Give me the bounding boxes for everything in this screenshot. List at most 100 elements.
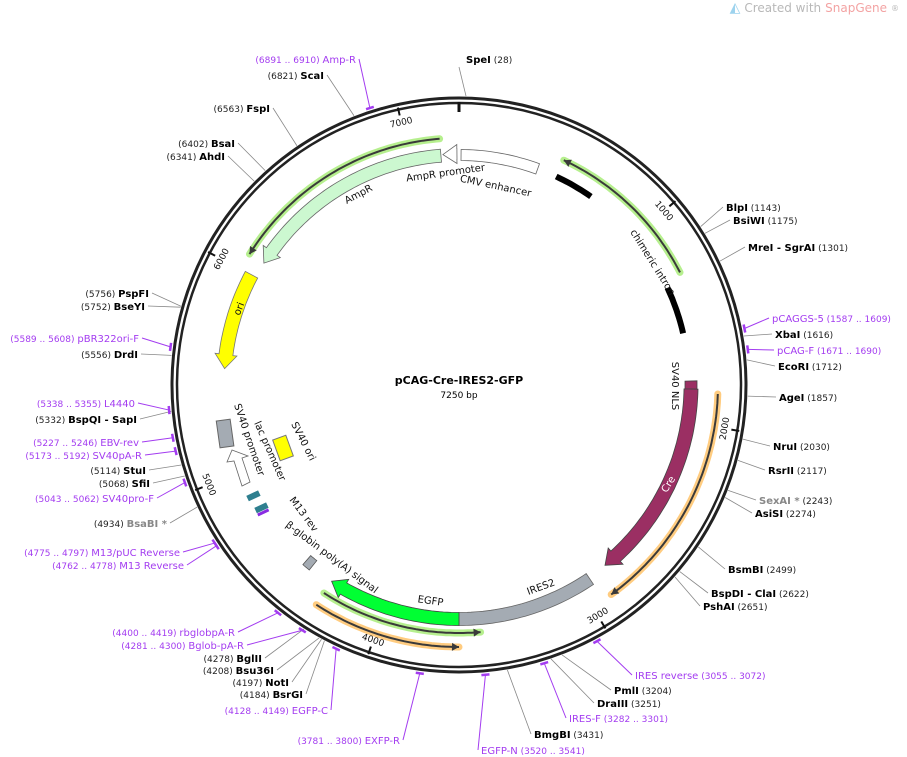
primer-marker (592, 638, 602, 645)
primer-marker (167, 405, 171, 415)
primer-site-ebv-rev: (5227 .. 5246) EBV-rev (33, 438, 139, 449)
enzyme-site-draiii: DraIII (3251) (597, 699, 661, 710)
primer-site-pbr322ori-f: (5589 .. 5608) pBR322ori-F (10, 334, 139, 345)
cmv-enhancer-feature (460, 149, 541, 175)
primer-site-sv40pro-f: (5043 .. 5062) SV40pro-F (35, 494, 154, 505)
primer-name: M13 Reverse (119, 561, 184, 572)
enzyme-position: (1616) (800, 331, 833, 341)
primer-range: (4400 .. 4419) (112, 629, 179, 639)
egfp-feature (331, 578, 460, 626)
primer-range: (3781 .. 3800) (298, 737, 365, 747)
enzyme-name: DrdI (114, 350, 138, 361)
primer-leader-line (543, 663, 567, 719)
enzyme-site-xbai: XbaI (1616) (775, 330, 833, 341)
primer-leader-line (246, 629, 303, 646)
primer-name: IRES-F (569, 714, 601, 725)
primer-range: (3282 .. 3301) (601, 715, 668, 725)
primer-marker (539, 660, 549, 666)
site-labels: SpeI (28)BlpI (1143)BsiWI (1175)MreI - S… (10, 55, 891, 757)
enzyme-leader-line (152, 475, 185, 484)
enzyme-position: (4208) (203, 667, 236, 677)
primer-site-m13-puc-reverse: (4775 .. 4797) M13/pUC Reverse (24, 548, 180, 559)
enzyme-leader-line (679, 571, 709, 594)
tick-mark (367, 646, 372, 655)
enzyme-name: BspDI - ClaI (711, 589, 776, 600)
enzyme-name: BspQI - SapI (68, 415, 137, 426)
enzyme-site-bsiwi: BsiWI (1175) (733, 216, 798, 227)
enzyme-name: NotI (265, 678, 289, 689)
primer-leader-line (477, 674, 486, 751)
ampr-promoter-feature (442, 143, 458, 165)
plasmid-name: pCAG-Cre-IRES2-GFP (395, 374, 523, 387)
brand-prefix: Created with (744, 1, 822, 15)
enzyme-name: SfiI (132, 479, 150, 490)
sv40-promoter-arrow (226, 449, 251, 487)
primer-range: (4281 .. 4300) (121, 642, 188, 652)
enzyme-site-asisi: AsiSI (2274) (755, 509, 816, 520)
enzyme-site-sfii: (5068) SfiI (99, 479, 150, 490)
enzyme-position: (2651) (735, 603, 768, 613)
ori-feature (214, 270, 259, 370)
leader-lines (137, 58, 777, 751)
enzyme-name: NruI (773, 442, 797, 453)
primer-marker (173, 446, 178, 456)
primer-marker (481, 673, 490, 677)
enzyme-leader-line (746, 359, 776, 367)
ires2-feature (458, 573, 595, 626)
enzyme-leader-line (747, 395, 777, 398)
primer-leader-line (141, 437, 173, 443)
enzyme-name: SpeI (466, 55, 491, 66)
primer-range: (5338 .. 5355) (37, 400, 104, 410)
primer-range: (3055 .. 3072) (698, 672, 765, 682)
primer-site-bglob-pa-r: (4281 .. 4300) Bglob-pA-R (121, 641, 244, 652)
primer-range: (3520 .. 3541) (518, 747, 585, 757)
primer-marker (415, 671, 424, 676)
enzyme-name: BsiWI (733, 216, 765, 227)
enzyme-site-bseyi: (5752) BseYI (81, 302, 145, 313)
enzyme-position: (1857) (804, 394, 837, 404)
primer-leader-line (402, 673, 421, 741)
primer-range: (5173 .. 5192) (25, 452, 92, 462)
enzyme-site-bsabi: (4934) BsaBI * (94, 519, 168, 530)
sv40-ori-feature (272, 434, 294, 462)
enzyme-leader-line (550, 658, 595, 704)
enzyme-name: FspI (246, 104, 270, 115)
enzyme-position: (3204) (639, 687, 672, 697)
enzyme-position: (4278) (204, 655, 237, 665)
feature-label-ori: ori (232, 301, 247, 317)
enzyme-name: DraIII (597, 699, 628, 710)
enzyme-position: (3251) (628, 700, 661, 710)
lac-promoter-feature (246, 490, 261, 502)
enzyme-name: BsrGI (273, 690, 303, 701)
enzyme-name: Bsu36I (236, 666, 274, 677)
enzyme-leader-line (719, 246, 746, 262)
tick-label: 5000 (199, 472, 217, 497)
enzyme-name: StuI (123, 466, 146, 477)
feature-label-chimeric-intron: chimeric intron (627, 228, 676, 298)
enzyme-leader-line (147, 305, 181, 308)
primer-name: SV40pro-F (102, 494, 154, 505)
primer-site-pcaggs-5: pCAGGS-5 (1587 .. 1609) (772, 314, 891, 325)
primer-site-egfp-c: (4128 .. 4149) EGFP-C (225, 706, 328, 717)
enzyme-leader-line (737, 460, 766, 471)
feature-label-cmv-enhancer: CMV enhancer (459, 174, 533, 200)
egfp-orange-orf-arrowhead (451, 642, 459, 651)
tick-mark (731, 428, 740, 432)
tick-label: 2000 (719, 416, 733, 440)
enzyme-position: (4184) (240, 691, 273, 701)
enzyme-name: BsaI (211, 139, 235, 150)
enzyme-position: (4197) (232, 679, 265, 689)
enzyme-name: BsaBI * (127, 519, 168, 530)
primer-leader-line (747, 348, 775, 351)
enzyme-site-pspfi: (5756) PspFI (85, 289, 149, 300)
enzyme-site-bglii: (4278) BglII (204, 654, 262, 665)
enzyme-name: RsrII (768, 466, 794, 477)
tick-mark (668, 200, 677, 208)
enzyme-position: (6563) (214, 105, 247, 115)
feature-label-bglobin-polya: β-globin poly(A) signal (283, 520, 379, 596)
enzyme-name: AgeI (779, 393, 804, 404)
enzyme-name: PshAI (703, 602, 735, 613)
enzyme-position: (5332) (35, 416, 68, 426)
enzyme-leader-line (724, 497, 753, 514)
cre-orf-arrowhead (611, 587, 620, 595)
